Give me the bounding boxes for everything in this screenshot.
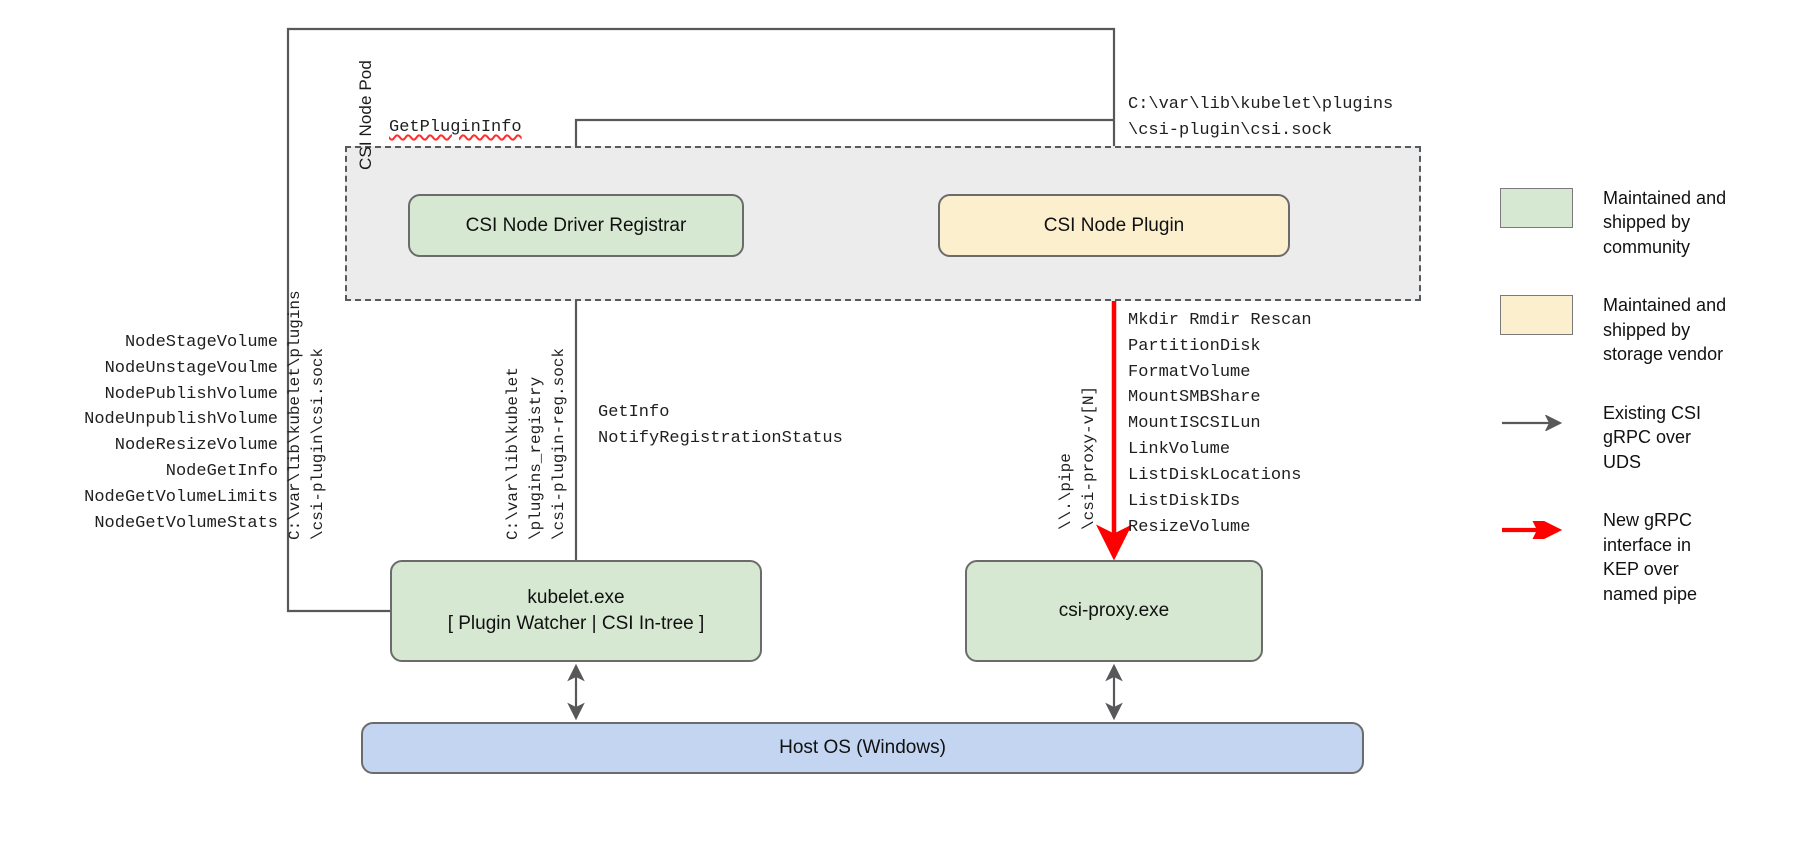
legend-label-community: Maintained and shipped by community [1603,188,1727,257]
csi-node-pod-label: CSI Node Pod [356,60,375,170]
legend-label-new-grpc: New gRPC interface in KEP over named pip… [1603,510,1698,604]
label-path-plugins-registry-socket: C:\var\lib\kubelet \plugins_registry \cs… [504,347,569,540]
legend-row-new-grpc: New gRPC interface in KEP over named pip… [1500,508,1800,606]
legend-label-existing-grpc: Existing CSI gRPC over UDS [1603,402,1702,472]
legend-swatch-storage-vendor-icon [1500,295,1573,336]
node-host-os-label: Host OS (Windows) [779,737,946,759]
legend-row-existing-grpc: Existing CSI gRPC over UDS [1500,401,1800,474]
label-path-named-pipe: \\.\pipe \csi-proxy-v[N] [1057,385,1099,530]
legend-swatch-community-icon [1500,188,1573,228]
legend-arrow-gray-icon [1500,403,1573,443]
label-csi-proxy-api-list: Mkdir Rmdir Rescan PartitionDisk FormatV… [1128,311,1312,537]
node-csi-node-plugin-label: CSI Node Plugin [1043,214,1185,236]
node-csi-proxy-exe-label: csi-proxy.exe [1058,600,1170,622]
node-csi-proxy-exe[interactable]: csi-proxy.exe [965,560,1263,662]
node-kubelet-exe[interactable]: kubelet.exe [ Plugin Watcher | CSI In-tr… [390,560,762,662]
node-csi-node-driver-registrar-label: CSI Node Driver Registrar [465,214,687,236]
node-csi-node-plugin[interactable]: CSI Node Plugin [938,194,1290,257]
legend-row-community: Maintained and shipped by community [1500,186,1800,259]
node-kubelet-exe-label: kubelet.exe [527,587,625,609]
legend-arrow-red-icon [1500,510,1573,550]
label-csi-socket-path-top: C:\var\lib\kubelet\plugins \csi-plugin\c… [1128,95,1394,140]
node-kubelet-exe-sublabel: [ Plugin Watcher | CSI In-tree ] [447,613,705,634]
legend-label-storage-vendor: Maintained and shipped by storage vendor [1603,295,1727,365]
label-registration-rpc-list: GetInfo NotifyRegistrationStatus [598,403,843,448]
label-get-plugin-info: GetPluginInfo [389,118,522,137]
node-host-os[interactable]: Host OS (Windows) [361,722,1364,774]
node-csi-node-driver-registrar[interactable]: CSI Node Driver Registrar [408,194,744,257]
legend: Maintained and shipped by community Main… [1500,186,1800,640]
legend-row-storage-vendor: Maintained and shipped by storage vendor [1500,293,1800,366]
label-path-csi-plugin-socket: C:\var\lib\kubelet\plugins \csi-plugin\c… [286,290,328,540]
label-csi-node-service-rpc-list: NodeStageVolume NodeUnstageVoulme NodePu… [84,333,278,533]
